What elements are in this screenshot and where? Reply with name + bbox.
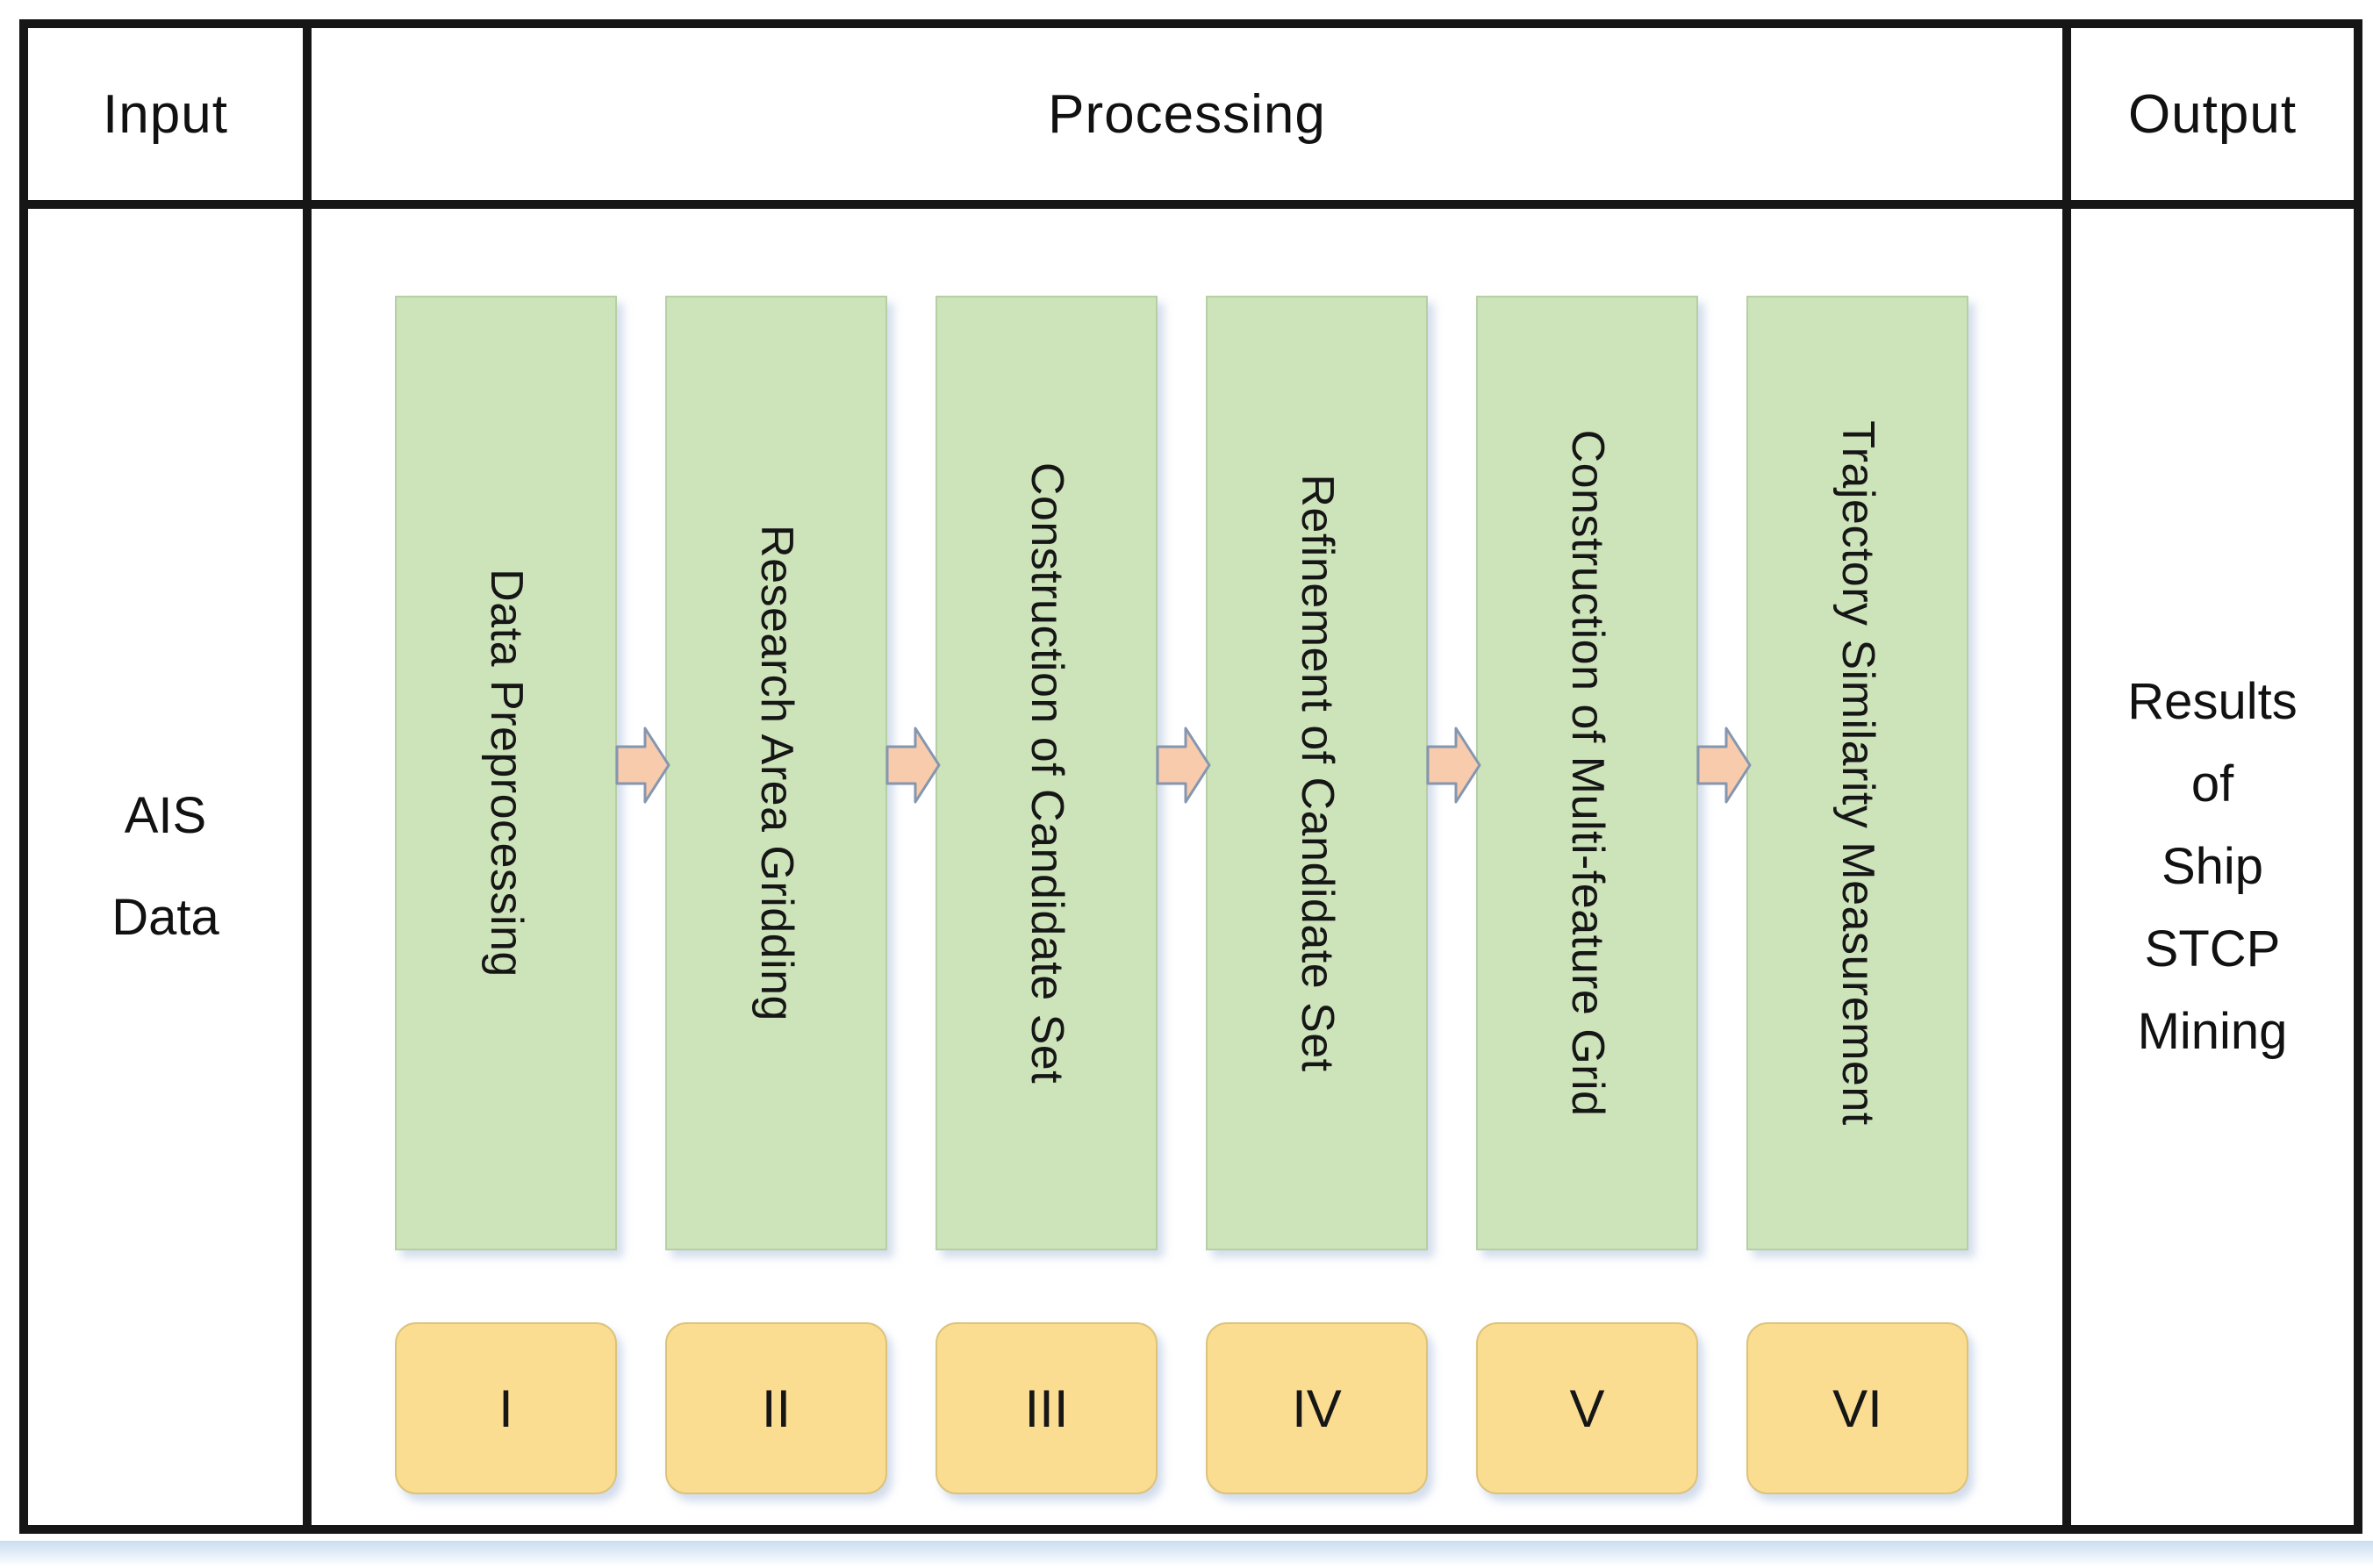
- header-row-divider: [19, 200, 2362, 209]
- step-numeral-5: V: [1476, 1322, 1698, 1494]
- step-label-5: Construction of Multi-feature Grid: [1561, 429, 1613, 1117]
- step-numeral-3: III: [936, 1322, 1158, 1494]
- header-input: Input: [103, 83, 228, 145]
- step-bar-5: Construction of Multi-feature Grid: [1476, 296, 1698, 1250]
- step-bar-2: Research Area Gridding: [665, 296, 887, 1250]
- block-arrow-right-icon: [1426, 727, 1481, 804]
- input-cell-ais-data: AIS Data: [111, 787, 219, 946]
- step-label-2: Research Area Gridding: [750, 525, 802, 1021]
- input-processing-divider: [303, 19, 312, 1534]
- block-arrow-right-icon: [885, 727, 941, 804]
- step-numeral-4: IV: [1206, 1322, 1428, 1494]
- processing-output-divider: [2062, 19, 2071, 1534]
- output-cell-results: Results of Ship STCP Mining: [2127, 673, 2298, 1060]
- step-bar-1: Data Preprocessing: [395, 296, 617, 1250]
- step-numeral-1: I: [395, 1322, 617, 1494]
- step-label-3: Construction of Candidate Set: [1021, 462, 1072, 1085]
- bottom-blue-strip: [0, 1541, 2373, 1568]
- step-numeral-6: VI: [1746, 1322, 1968, 1494]
- step-label-1: Data Preprocessing: [480, 569, 532, 977]
- block-arrow-right-icon: [1156, 727, 1211, 804]
- step-label-4: Refinement of Candidate Set: [1291, 474, 1343, 1072]
- block-arrow-right-icon: [1696, 727, 1752, 804]
- step-bar-4: Refinement of Candidate Set: [1206, 296, 1428, 1250]
- header-output: Output: [2127, 83, 2298, 145]
- step-label-6: Trajectory Similarity Measurement: [1832, 420, 1883, 1126]
- step-numeral-2: II: [665, 1322, 887, 1494]
- block-arrow-right-icon: [615, 727, 670, 804]
- step-bar-3: Construction of Candidate Set: [936, 296, 1158, 1250]
- header-processing: Processing: [1048, 83, 1326, 145]
- step-bar-6: Trajectory Similarity Measurement: [1746, 296, 1968, 1250]
